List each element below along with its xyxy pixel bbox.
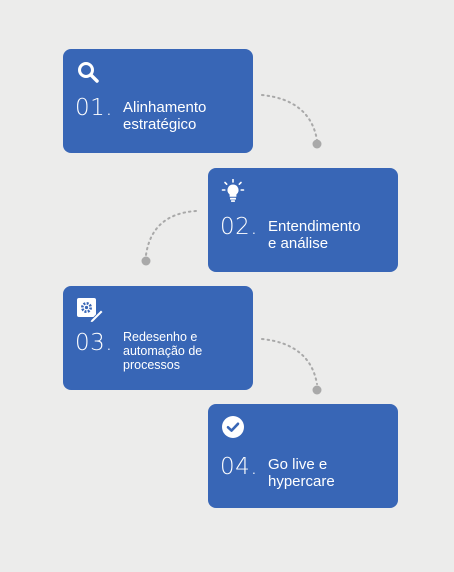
- gear-edit-icon: [76, 297, 104, 324]
- step-card-1: 01. Alinhamento estratégico: [63, 49, 253, 153]
- step-number: 01.: [75, 95, 114, 121]
- connector-1-dot: [312, 139, 322, 149]
- connector-1-path: [261, 94, 318, 141]
- step-number: 04.: [220, 454, 259, 480]
- step-label: Go live e hypercare: [268, 456, 335, 490]
- step-number: 02.: [220, 214, 259, 240]
- connector-3-dot: [312, 385, 322, 395]
- search-icon: [76, 60, 100, 84]
- step-card-2: 02. Entendimento e análise: [208, 168, 398, 272]
- check-circle-icon: [221, 415, 245, 439]
- step-label: Redesenho e automação de processos: [123, 330, 203, 372]
- step-label: Entendimento e análise: [268, 218, 361, 252]
- step-card-4: 04. Go live e hypercare: [208, 404, 398, 508]
- step-number: 03.: [75, 330, 114, 356]
- connector-3-path: [261, 338, 318, 385]
- connector-2-dot: [141, 256, 151, 266]
- connector-2-path: [145, 210, 197, 256]
- lightbulb-icon: [221, 178, 245, 203]
- step-label: Alinhamento estratégico: [123, 99, 207, 133]
- step-card-3: 03. Redesenho e automação de processos: [63, 286, 253, 390]
